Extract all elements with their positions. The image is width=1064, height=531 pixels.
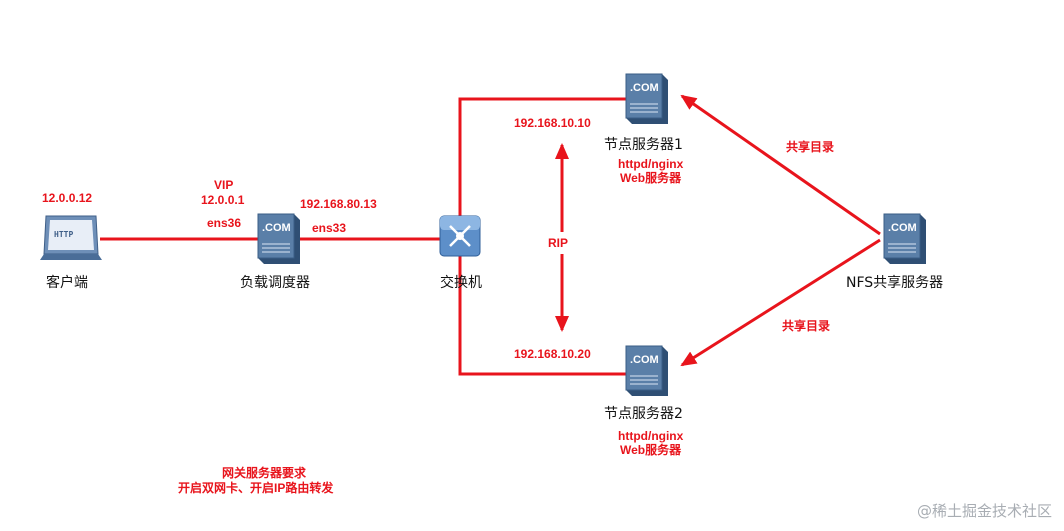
share-bottom-label: 共享目录 <box>782 319 831 333</box>
lb-server-badge: .COM <box>262 222 291 234</box>
node1-role-2: Web服务器 <box>620 171 682 185</box>
node2-server-icon: .COM <box>622 342 670 400</box>
node1-role-1: httpd/nginx <box>618 157 684 171</box>
share-arrow-node1 <box>680 94 881 236</box>
nfs-label: NFS共享服务器 <box>846 275 944 291</box>
client-label: 客户端 <box>46 275 88 291</box>
server-graphic <box>625 345 668 396</box>
share-arrow-node2 <box>680 238 881 367</box>
node1-label: 节点服务器1 <box>604 137 683 153</box>
server-graphic <box>625 73 668 124</box>
node2-role-1: httpd/nginx <box>618 429 684 443</box>
lb-if-left: ens36 <box>207 216 242 230</box>
lb-ip-right: 192.168.80.13 <box>300 197 377 211</box>
nfs-server-icon: .COM <box>880 210 928 268</box>
node2-ip: 192.168.10.20 <box>514 347 591 361</box>
lb-vip: 12.0.0.1 <box>201 193 245 207</box>
share-top-label: 共享目录 <box>786 140 835 154</box>
client-computer-icon: HTTP <box>40 214 102 262</box>
server-graphic <box>883 213 926 264</box>
gateway-note-line2: 开启双网卡、开启IP路由转发 <box>178 481 334 495</box>
node2-label: 节点服务器2 <box>604 406 683 422</box>
lb-if-right: ens33 <box>312 221 347 235</box>
rip-label: RIP <box>548 236 569 250</box>
switch-icon <box>438 214 482 258</box>
server-graphic <box>257 213 300 264</box>
switch-label: 交换机 <box>440 275 482 291</box>
node2-role-2: Web服务器 <box>620 443 682 457</box>
node1-server-badge: .COM <box>630 82 659 94</box>
nfs-server-badge: .COM <box>888 222 917 234</box>
lb-vip-label: VIP <box>214 178 234 192</box>
gateway-note-line1: 网关服务器要求 <box>222 466 307 480</box>
link-switch-node2 <box>458 255 628 376</box>
node2-server-badge: .COM <box>630 354 659 366</box>
node1-ip: 192.168.10.10 <box>514 116 591 130</box>
link-switch-node1 <box>458 97 628 220</box>
client-screen-text: HTTP <box>54 230 74 239</box>
lb-server-icon: .COM <box>254 210 302 268</box>
node1-server-icon: .COM <box>622 70 670 128</box>
lb-label: 负载调度器 <box>240 275 310 291</box>
watermark: @稀土掘金技术社区 <box>916 502 1052 520</box>
client-ip: 12.0.0.12 <box>42 191 93 205</box>
